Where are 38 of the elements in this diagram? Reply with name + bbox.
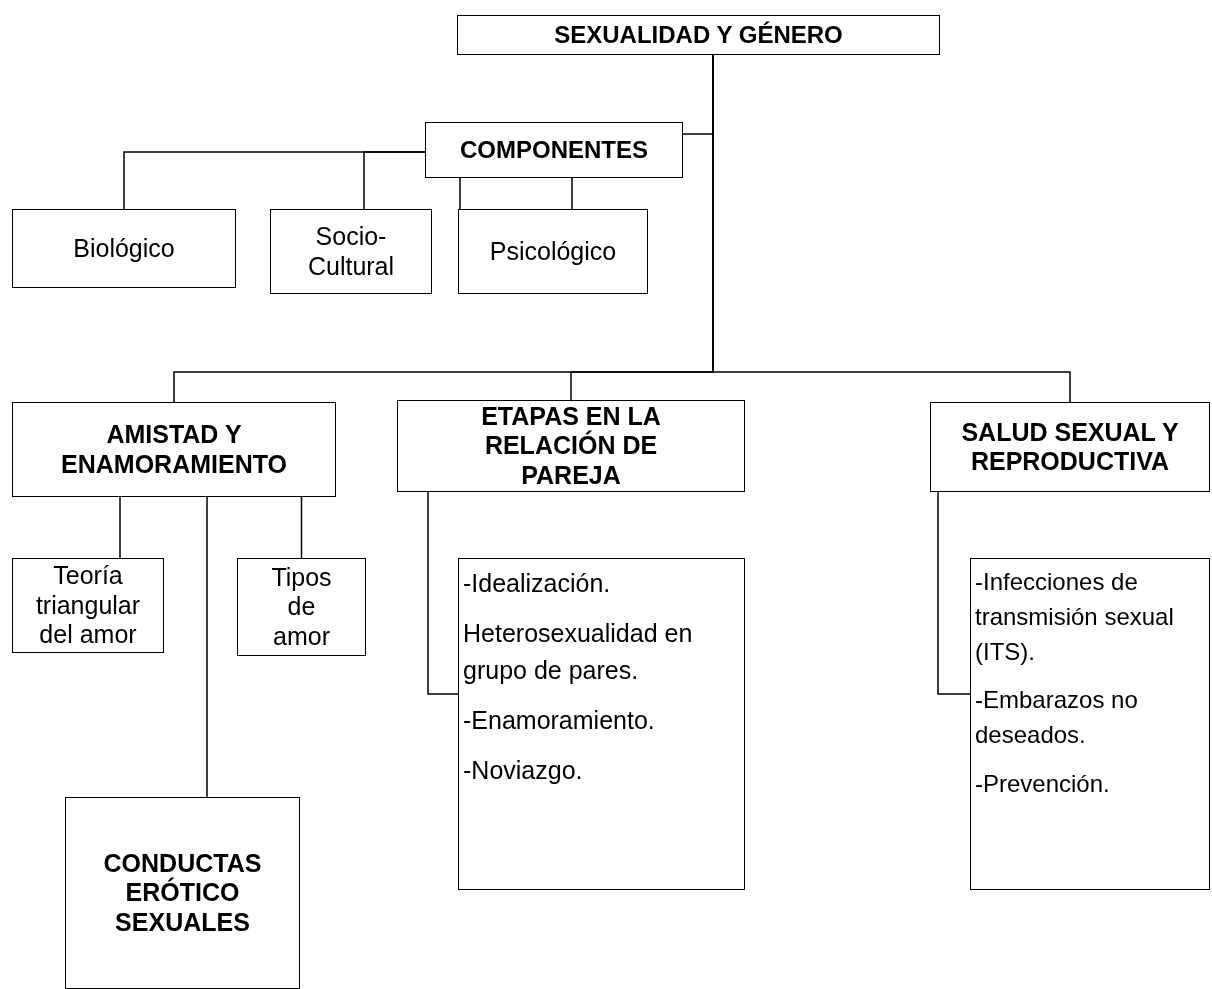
node-label: Biológico <box>73 233 175 264</box>
node-label: CONDUCTAS ERÓTICO SEXUALES <box>102 848 263 938</box>
concept-box <box>457 15 940 55</box>
concept-box <box>425 122 683 178</box>
connector-line <box>119 496 121 559</box>
connector-line <box>427 491 459 695</box>
concept-box <box>237 558 366 656</box>
concept-box <box>12 209 236 288</box>
connector-line <box>206 496 208 798</box>
list-item: -Noviazgo. <box>463 755 583 786</box>
list-item: -Idealización. <box>463 568 611 599</box>
list-item: -Infecciones de transmisión sexual (ITS). <box>975 567 1175 667</box>
node-label: COMPONENTES <box>460 135 648 165</box>
node-label: SALUD SEXUAL Y REPRODUCTIVA <box>960 417 1180 477</box>
list-box <box>458 558 745 890</box>
connector-line <box>937 491 971 695</box>
node-label: Socio-Cultural <box>306 222 396 281</box>
concept-box <box>270 209 432 294</box>
node-label: Tipos de amor <box>270 562 333 652</box>
node-label: Teoría triangular del amor <box>34 561 142 650</box>
concept-box <box>12 558 164 653</box>
list-item: -Prevención. <box>975 769 1110 799</box>
concept-box <box>397 400 745 492</box>
list-box <box>970 558 1210 890</box>
list-item: -Enamoramiento. <box>463 704 655 736</box>
concept-box <box>458 209 648 294</box>
node-label: ETAPAS EN LA RELACIÓN DE PAREJA <box>480 401 662 491</box>
node-label: Psicológico <box>489 236 617 267</box>
concept-box <box>12 402 336 497</box>
node-label: SEXUALIDAD Y GÉNERO <box>554 20 843 50</box>
connector-line <box>363 151 426 210</box>
concept-box <box>65 797 300 989</box>
concept-box <box>930 402 1210 492</box>
list-item: Heterosexualidad en grupo de pares. <box>463 618 694 686</box>
node-label: AMISTAD Y ENAMORAMIENTO <box>60 420 288 479</box>
connector-line <box>459 177 573 210</box>
list-item: -Embarazos no deseados. <box>975 685 1139 751</box>
connector-line <box>300 496 303 559</box>
